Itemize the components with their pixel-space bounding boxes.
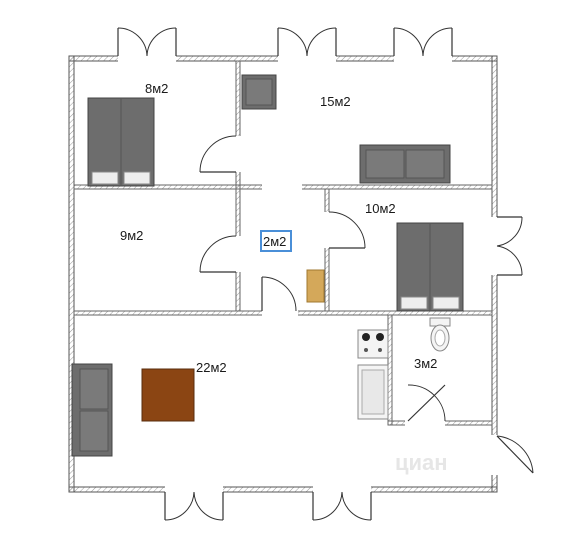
watermark: циан (395, 450, 448, 475)
toilet-icon (429, 317, 451, 352)
room-label-8: 8м2 (145, 81, 168, 96)
door-top-2 (277, 27, 337, 57)
armchair-icon (241, 74, 277, 110)
wall-openings (118, 55, 498, 493)
room-label-15: 15м2 (320, 94, 351, 109)
room-label-2: 2м2 (263, 234, 286, 249)
door-top-3 (393, 27, 453, 57)
bed-icon (87, 97, 155, 187)
door-bathroom-2 (261, 276, 297, 312)
room-label-10: 10м2 (365, 201, 396, 216)
door-bedroom-8 (199, 135, 237, 173)
room-label-9: 9м2 (120, 228, 143, 243)
table-icon (141, 368, 195, 422)
cabinet-icon (306, 269, 325, 303)
door-right-1 (496, 216, 523, 276)
door-bathroom-3 (407, 384, 446, 422)
room-label-3: 3м2 (414, 356, 437, 371)
room-highlight-box (260, 230, 292, 252)
bed-icon (396, 222, 464, 312)
door-bottom-1 (164, 491, 224, 521)
door-bedroom-10 (328, 211, 366, 249)
stove-icon (357, 329, 389, 359)
door-room-9 (199, 235, 237, 273)
sink-icon (357, 364, 389, 420)
sofa-icon (359, 144, 451, 184)
sofa-icon (71, 363, 113, 457)
room-label-22: 22м2 (196, 360, 227, 375)
door-right-2 (496, 435, 534, 474)
door-bottom-2 (312, 491, 372, 521)
door-top-1 (117, 27, 177, 57)
